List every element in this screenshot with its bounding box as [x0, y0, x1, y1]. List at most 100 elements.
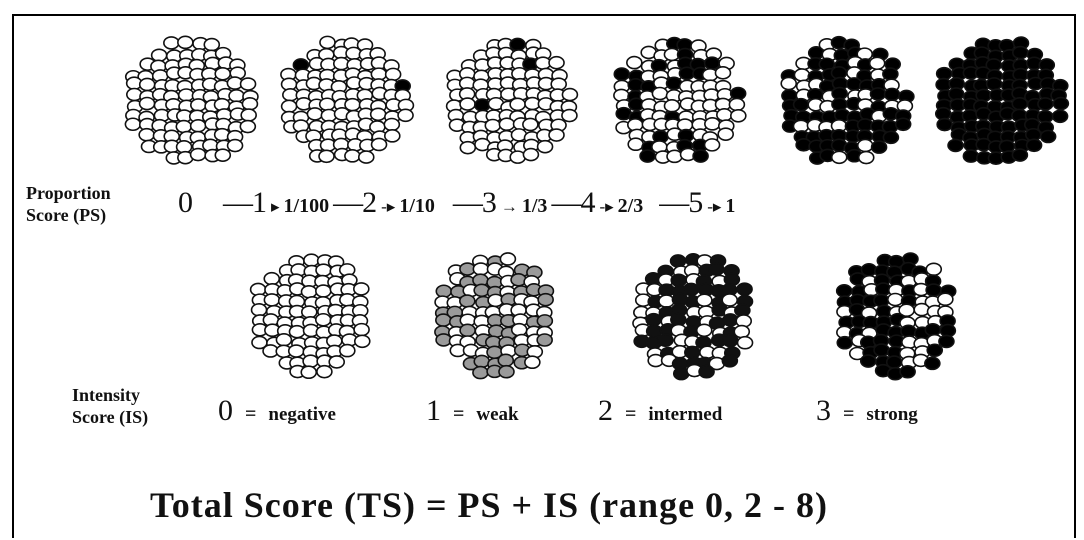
is-score-3: 3	[816, 394, 831, 427]
unstained-cell	[353, 282, 370, 296]
unstained-cell	[383, 129, 401, 143]
stained-cell	[975, 88, 992, 103]
unstained-cell	[548, 55, 565, 70]
intensity-score-label: Intensity Score (IS)	[72, 384, 148, 428]
stained-cell	[736, 282, 753, 296]
is-equals-0: =	[245, 403, 257, 425]
unstained-cell	[303, 253, 320, 267]
unstained-cell	[214, 148, 232, 162]
stained-cell	[938, 334, 955, 349]
unstained-cell	[695, 323, 713, 338]
unstained-cell	[384, 67, 402, 82]
unstained-cell	[344, 149, 361, 163]
unstained-cell	[287, 344, 305, 358]
unstained-cell	[228, 89, 245, 103]
unstained-cell	[383, 117, 401, 132]
intensity-disc-1	[434, 252, 555, 380]
unstained-cell	[733, 324, 751, 339]
ps-arrow-3: →	[500, 197, 518, 216]
ps-arrow-2: -▸	[381, 197, 396, 216]
unstained-cell	[240, 108, 257, 122]
unstained-cell	[857, 150, 875, 165]
unstained-cell	[736, 335, 754, 350]
unstained-cell	[472, 262, 490, 276]
is-item-2: 2=intermed	[598, 394, 722, 428]
stained-cell	[639, 149, 656, 163]
stained-cell	[703, 56, 721, 71]
ps-score-5: 5	[688, 186, 704, 219]
proportion-disc-3	[613, 36, 747, 164]
unstained-cell	[717, 127, 735, 141]
ps-dash-3: —	[452, 186, 483, 219]
proportion-disc-5	[934, 36, 1070, 165]
stained-cell	[729, 86, 747, 101]
ps-dash-5: —	[659, 186, 689, 219]
unstained-cell	[177, 35, 194, 50]
ps-arrow-1: ▸	[271, 197, 280, 216]
unstained-cell	[275, 333, 293, 347]
is-equals-1: =	[453, 403, 465, 425]
unstained-cell	[509, 97, 526, 112]
unstained-cell	[302, 354, 319, 369]
stained-cell	[985, 77, 1003, 91]
unstained-cell	[703, 138, 721, 152]
unstained-cell	[263, 271, 281, 286]
unstained-cell	[370, 137, 388, 152]
stained-cell	[873, 293, 890, 308]
proportion-label-line1: Proportion	[26, 183, 111, 203]
unstained-cell	[280, 99, 298, 114]
proportion-score-label: Proportion Score (PS)	[26, 182, 111, 226]
unstained-cell	[913, 302, 931, 317]
stained-cell	[459, 323, 476, 338]
stained-cell	[1025, 138, 1043, 153]
unstained-cell	[561, 108, 578, 123]
unstained-cell	[561, 87, 579, 102]
unstained-cell	[498, 117, 516, 132]
stained-cell	[947, 87, 965, 101]
stained-cell	[474, 98, 491, 112]
stained-cell	[1037, 97, 1054, 111]
ps-arrow-5: -▸	[707, 197, 722, 216]
unstained-cell	[721, 293, 739, 307]
stained-cell	[859, 354, 877, 368]
is-name-3: strong	[866, 404, 918, 425]
unstained-cell	[548, 128, 565, 142]
unstained-cell	[214, 66, 232, 81]
unstained-cell	[177, 88, 195, 102]
stained-cell	[962, 149, 980, 163]
stained-cell	[645, 324, 663, 338]
ps-dash-1: —	[223, 186, 253, 219]
stained-cell	[721, 353, 739, 368]
total-score-formula: Total Score (TS) = PS + IS (range 0, 2 -…	[150, 485, 829, 525]
unstained-cell	[353, 322, 370, 337]
is-score-0: 0	[218, 394, 233, 427]
unstained-cell	[780, 76, 798, 91]
unstained-cell	[830, 150, 848, 165]
stained-cell	[894, 117, 912, 132]
unstained-cell	[793, 68, 811, 82]
unstained-cell	[263, 293, 281, 307]
stained-cell	[670, 273, 688, 288]
unstained-cell	[300, 284, 318, 299]
unstained-cell	[239, 77, 257, 91]
stained-cell	[536, 314, 554, 328]
stained-cell	[498, 364, 515, 379]
intensity-label-line2: Score (IS)	[72, 407, 149, 427]
figure-frame	[12, 14, 1076, 538]
ps-fraction-5: 1	[725, 195, 736, 217]
stained-cell	[947, 138, 964, 153]
stained-cell	[657, 333, 674, 347]
proportion-scale: 0 —1 ▸ 1/100 —2 -▸ 1/10 —3 → 1/3 —4 -▸ 2…	[178, 186, 735, 220]
unstained-cell	[328, 355, 346, 369]
is-name-2: intermed	[648, 404, 723, 425]
stained-cell	[870, 140, 888, 154]
stained-cell	[459, 294, 476, 308]
stained-cell	[836, 335, 854, 350]
unstained-cell	[124, 117, 142, 132]
unstained-cell	[315, 284, 332, 298]
unstained-cell	[626, 55, 643, 70]
unstained-cell	[522, 147, 540, 162]
ps-arrow-4: -▸	[599, 197, 614, 216]
unstained-cell	[319, 35, 336, 50]
unstained-cell	[189, 119, 207, 133]
